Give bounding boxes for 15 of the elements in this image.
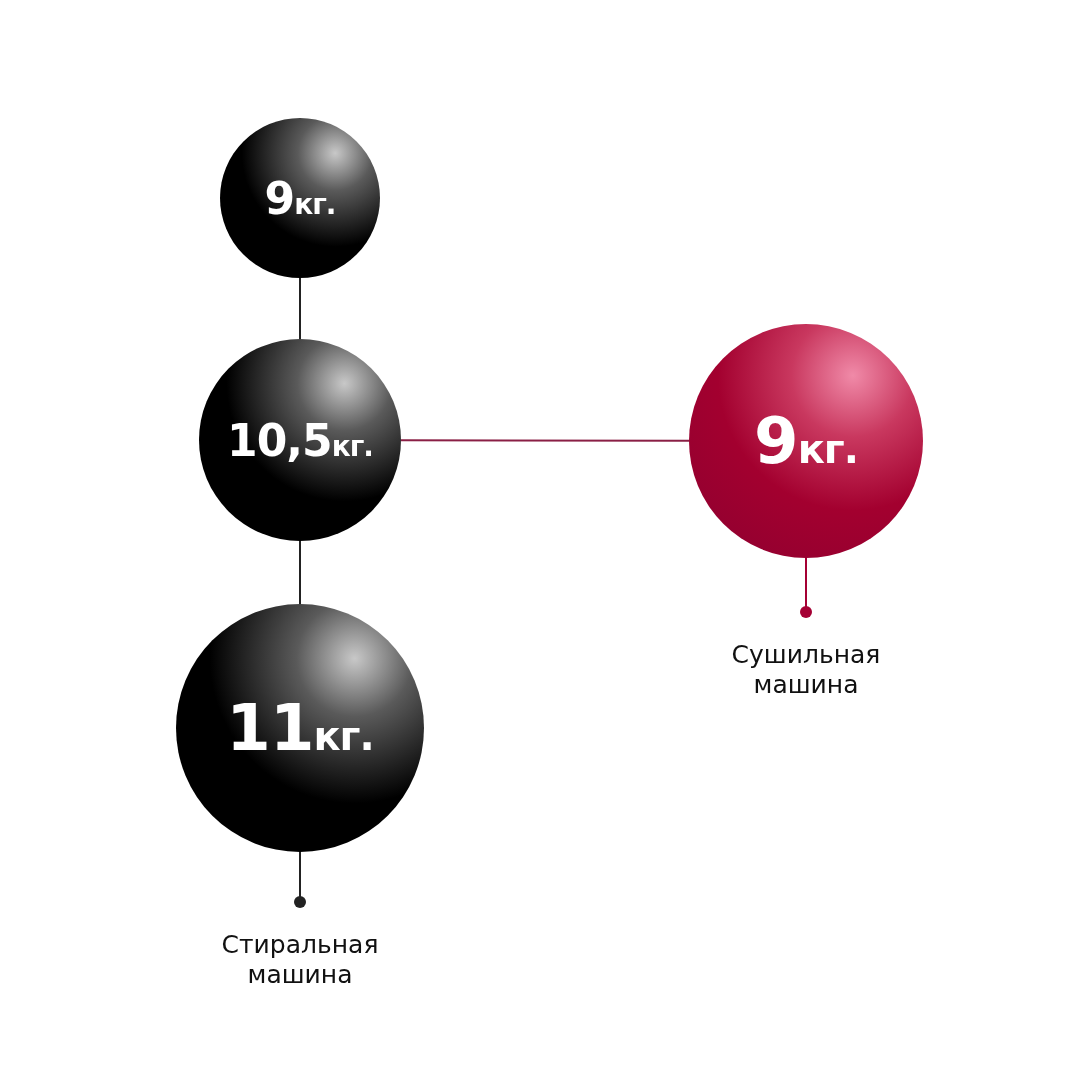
connector-line <box>299 540 301 605</box>
weight-value: 10,5 <box>227 414 332 466</box>
machine-label: Сушильная машина <box>730 640 882 700</box>
weight-unit: кг. <box>294 187 336 221</box>
connector-line <box>299 277 301 340</box>
machine-label: Стиральная машина <box>220 930 380 990</box>
weight-unit: кг. <box>331 429 373 463</box>
leader-line <box>294 851 306 908</box>
connector-line <box>400 439 690 442</box>
weight-value: 9 <box>264 172 295 224</box>
weight-unit: кг. <box>797 426 858 472</box>
weight-value: 9 <box>754 404 798 478</box>
leader-line <box>800 557 812 618</box>
weight-value: 11 <box>226 691 314 765</box>
weight-unit: кг. <box>313 713 374 759</box>
